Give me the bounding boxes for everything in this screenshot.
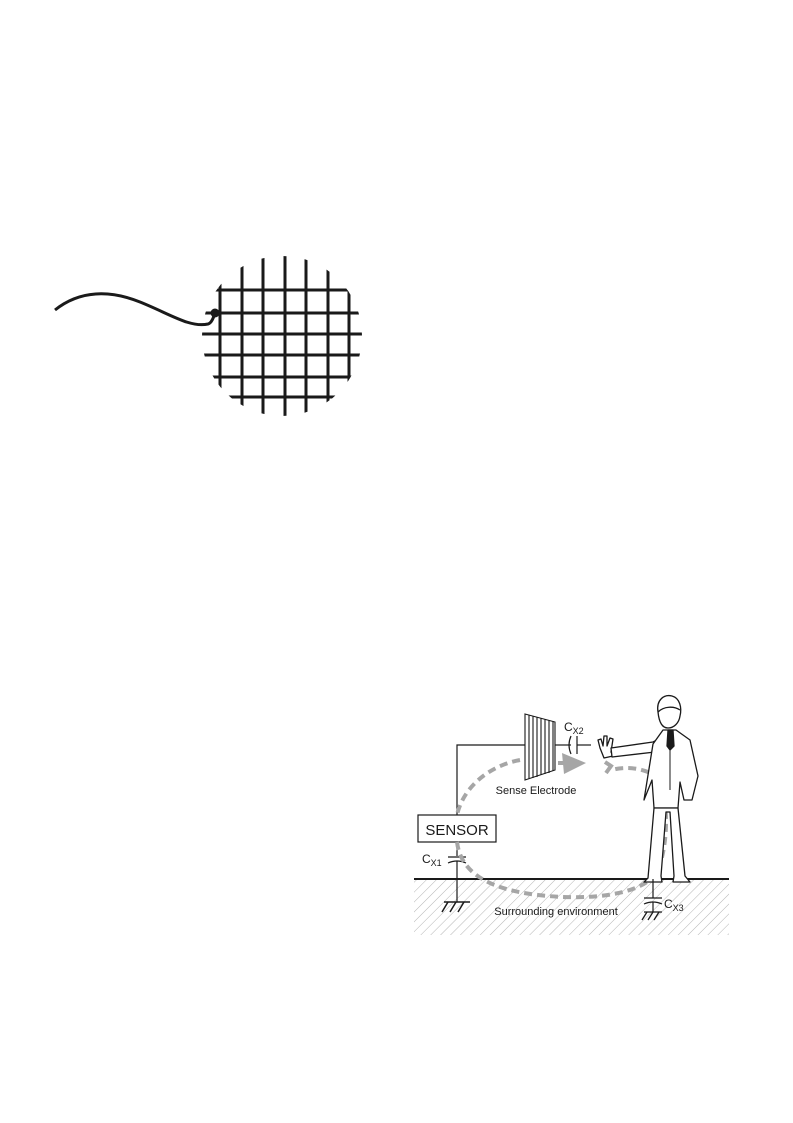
mesh-electrode-figure: [40, 250, 380, 430]
sense-electrode: [524, 713, 556, 781]
surrounding-environment-label: Surrounding environment: [494, 906, 618, 918]
cx3-label: CX3: [664, 897, 684, 913]
field-path-arrow-left: [603, 760, 614, 775]
sensor-label: SENSOR: [425, 822, 489, 839]
cx1-label: CX1: [422, 852, 442, 868]
mesh-grid: [202, 256, 362, 416]
ground-symbol-sensor: [441, 901, 470, 913]
lead-wire: [54, 292, 217, 327]
field-path-upper-left: [455, 758, 521, 816]
capacitive-sensing-figure: SENSOR CX1 Sense Elect: [408, 690, 738, 940]
cx2-capacitor: [555, 735, 591, 755]
cx3-capacitor: [643, 879, 663, 912]
person-figure: [597, 694, 699, 883]
cx2-label: CX2: [564, 720, 584, 736]
ground-symbol-person: [641, 911, 662, 921]
capacitive-sensing-svg: SENSOR CX1 Sense Elect: [414, 694, 729, 935]
electrode-wire: [456, 744, 528, 815]
mesh-electrode-svg: [54, 256, 362, 416]
connection-dot: [210, 308, 220, 318]
field-path-person: [611, 766, 668, 871]
field-path-bottom: [455, 841, 660, 900]
sense-electrode-label: Sense Electrode: [496, 785, 577, 797]
field-path-arrowhead: [562, 753, 586, 774]
ground-hatch: [414, 879, 729, 935]
